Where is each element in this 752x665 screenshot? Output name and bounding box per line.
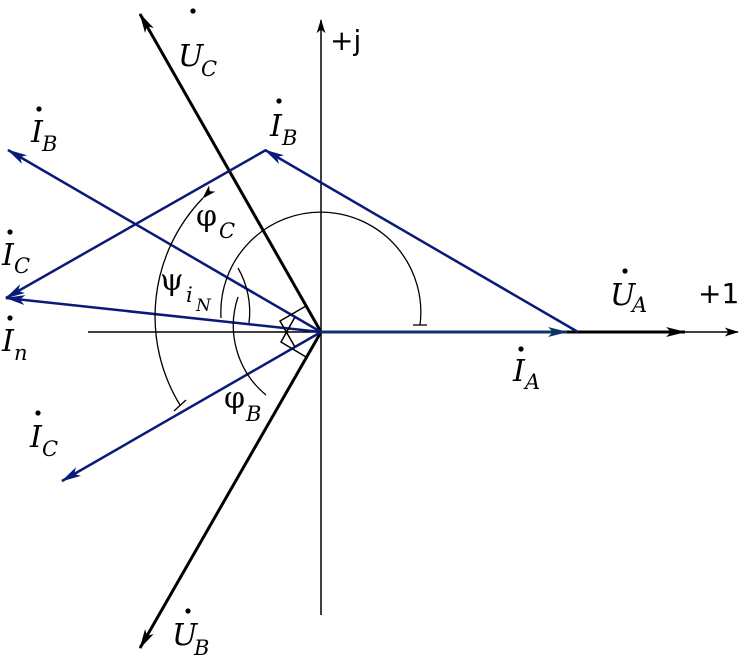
psi-in-label: ψ i N (160, 263, 212, 316)
real-axis-label: +1 (698, 277, 739, 310)
phi-c-tick (173, 399, 187, 412)
ia-label: I A (512, 346, 540, 394)
svg-text:U: U (178, 39, 205, 74)
svg-text:I: I (30, 115, 44, 150)
ia-angle-arc (220, 211, 422, 326)
svg-text:I: I (269, 109, 283, 144)
right-angle-mark-c (278, 305, 307, 348)
svg-text:n: n (14, 341, 28, 365)
ic-shifted-phasor (5, 148, 267, 300)
right-angle-mark-b (279, 316, 307, 358)
ub-phasor (138, 331, 323, 649)
svg-text:I: I (1, 238, 15, 273)
svg-text:I: I (29, 420, 43, 455)
imag-axis-label: +j (330, 24, 361, 57)
phi-c-arc (154, 185, 216, 406)
psi-in-arc (237, 267, 251, 324)
svg-text:φ: φ (224, 381, 245, 416)
svg-text:B: B (41, 132, 57, 156)
svg-text:C: C (14, 254, 30, 278)
svg-text:A: A (523, 370, 540, 394)
ub-label: U B (172, 608, 209, 660)
ib-shifted-phasor (264, 148, 579, 334)
svg-text:φ: φ (196, 199, 217, 234)
ic-phasor (61, 330, 322, 483)
uc-phasor (138, 13, 323, 333)
angle-arcs (154, 185, 427, 412)
svg-text:U: U (610, 278, 637, 313)
svg-text:B: B (245, 402, 261, 426)
svg-text:C: C (201, 57, 217, 81)
uc-label: U C (178, 8, 217, 81)
ic-shifted-label: I C (1, 229, 30, 278)
phi-b-arc (232, 296, 267, 396)
ib-shifted-label: I B (269, 98, 297, 150)
in-phasor (5, 295, 322, 334)
current-phasors (5, 148, 579, 483)
ib-phasor-label: I B (30, 106, 57, 156)
ib-phasor (7, 148, 322, 334)
ua-label: U A (610, 268, 647, 317)
current-labels: I A I B I B I C I n I C (1, 98, 540, 461)
svg-text:N: N (195, 296, 212, 316)
right-angle-marks (278, 305, 307, 358)
voltage-labels: U A U C U B (172, 8, 647, 660)
svg-text:U: U (172, 618, 199, 653)
angle-labels: φ C ψ i N φ B (160, 199, 261, 426)
svg-text:I: I (1, 324, 15, 359)
svg-text:C: C (42, 437, 58, 461)
svg-text:C: C (219, 219, 235, 243)
svg-text:i: i (186, 283, 193, 307)
phi-c-label: φ C (196, 199, 235, 243)
svg-text:B: B (281, 126, 297, 150)
svg-text:B: B (193, 636, 209, 660)
svg-text:A: A (630, 293, 647, 317)
phi-b-label: φ B (224, 381, 261, 426)
in-label: I n (1, 315, 28, 365)
svg-text:ψ: ψ (160, 263, 184, 298)
svg-text:I: I (512, 354, 526, 389)
ic-phasor-label: I C (29, 410, 58, 461)
